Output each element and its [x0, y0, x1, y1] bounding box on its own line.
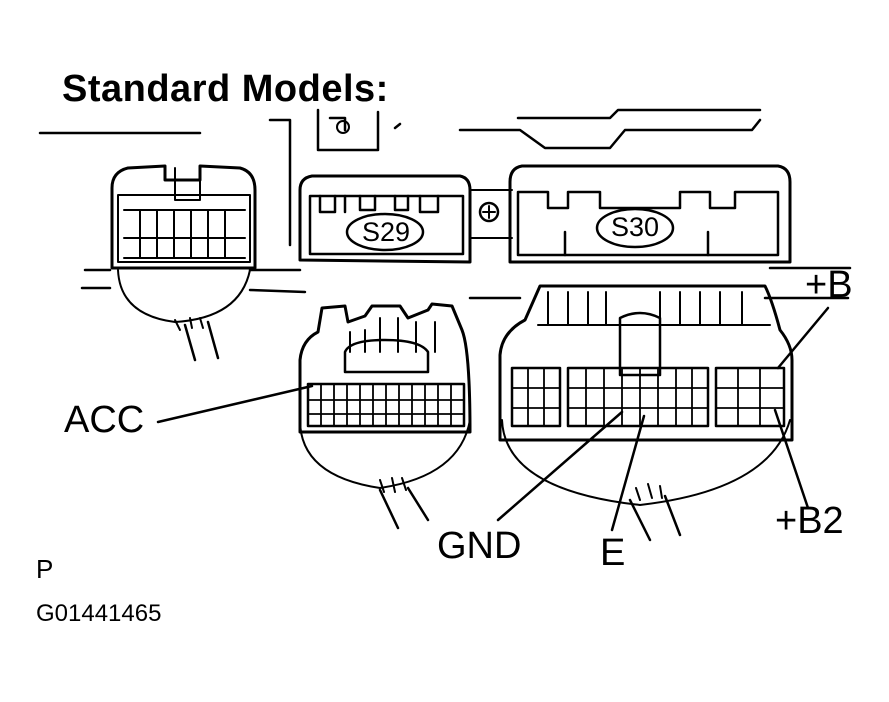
- acc-label: ACC: [64, 399, 145, 441]
- gnd-leader: [496, 410, 624, 522]
- diagram-title: Standard Models:: [62, 68, 389, 110]
- middle-connector: [298, 302, 472, 530]
- acc-leader: [156, 384, 314, 424]
- e-leader: [610, 414, 646, 532]
- plus-b-leader: [776, 306, 830, 370]
- plus-b2-label: +B2: [775, 500, 844, 542]
- left-connector: [110, 164, 257, 362]
- callout-leaders: [156, 306, 830, 532]
- mounting-screw: [469, 189, 513, 239]
- right-connector: [498, 284, 794, 542]
- gnd-label: GND: [437, 525, 522, 567]
- s29-label: S29: [361, 217, 411, 247]
- view-letter: P: [36, 554, 54, 584]
- ecu-housing-outline: [38, 108, 852, 300]
- figure-id: G01441465: [36, 600, 162, 627]
- e-label: E: [600, 532, 626, 574]
- s30-socket: [508, 164, 792, 264]
- plus-b-label: +B: [805, 264, 853, 306]
- s30-label: S30: [610, 212, 660, 242]
- plus-b2-leader: [773, 408, 810, 510]
- s29-socket: [298, 174, 472, 264]
